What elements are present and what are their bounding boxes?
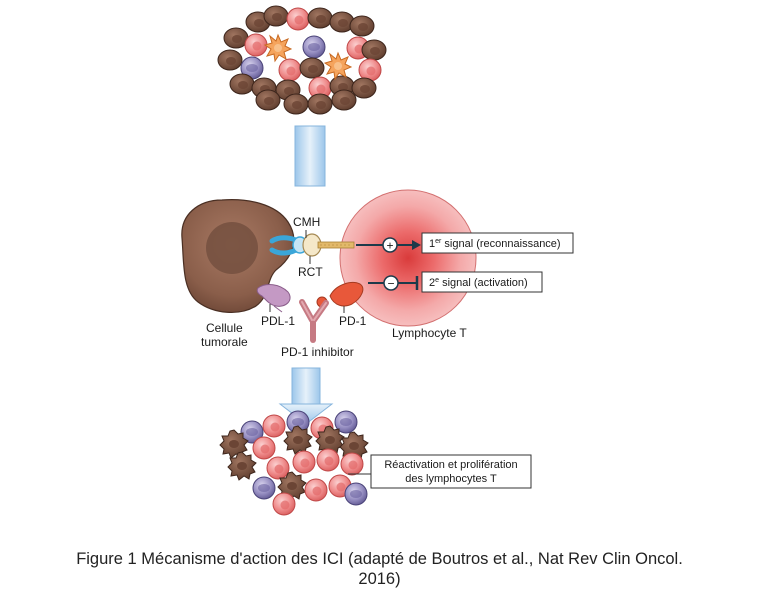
inhibitor-label: PD-1 inhibitor: [281, 345, 354, 359]
t-lymphocyte: [339, 189, 477, 327]
figure-caption-line2: 2016): [358, 570, 401, 588]
signal-2-inhibition: [368, 275, 419, 291]
signal-1-label: 1er signal (reconnaissance): [429, 238, 561, 250]
down-arrow-shaft-top: [294, 125, 326, 187]
bottom-cell-cluster: [219, 410, 369, 516]
plus-sign: +: [386, 239, 393, 253]
lymphocyte-label: Lymphocyte T: [392, 326, 467, 340]
signal-1-box: [421, 232, 574, 254]
reactivation-box: [370, 454, 532, 489]
reactivation-line1: Réactivation et prolifération: [384, 459, 517, 471]
tumor-cell: [181, 199, 295, 313]
pd1-label: PD-1: [339, 314, 367, 328]
rct-label: RCT: [298, 265, 323, 279]
signal-2-label: 2e signal (activation): [429, 277, 528, 289]
signal-1-arrow: [356, 237, 421, 253]
cmh-label: CMH: [293, 215, 320, 229]
tumor-cell-label-line2: tumorale: [201, 335, 248, 349]
cmh-rct-complex: [269, 233, 355, 257]
pd1-inhibitor-antibody: [299, 299, 329, 343]
figure-caption: Figure 1 Mécanisme d'action des ICI (ada…: [0, 549, 759, 589]
figure-caption-line1: Figure 1 Mécanisme d'action des ICI (ada…: [76, 550, 683, 568]
reactivation-line2: des lymphocytes T: [405, 473, 497, 485]
minus-sign: −: [387, 277, 394, 291]
signal-2-box: [421, 271, 543, 293]
tumor-cell-label-line1: Cellule: [206, 321, 243, 335]
pdl1-label: PDL-1: [261, 314, 295, 328]
top-cell-cluster: [217, 5, 387, 115]
pdl1-ligand: [256, 284, 291, 313]
